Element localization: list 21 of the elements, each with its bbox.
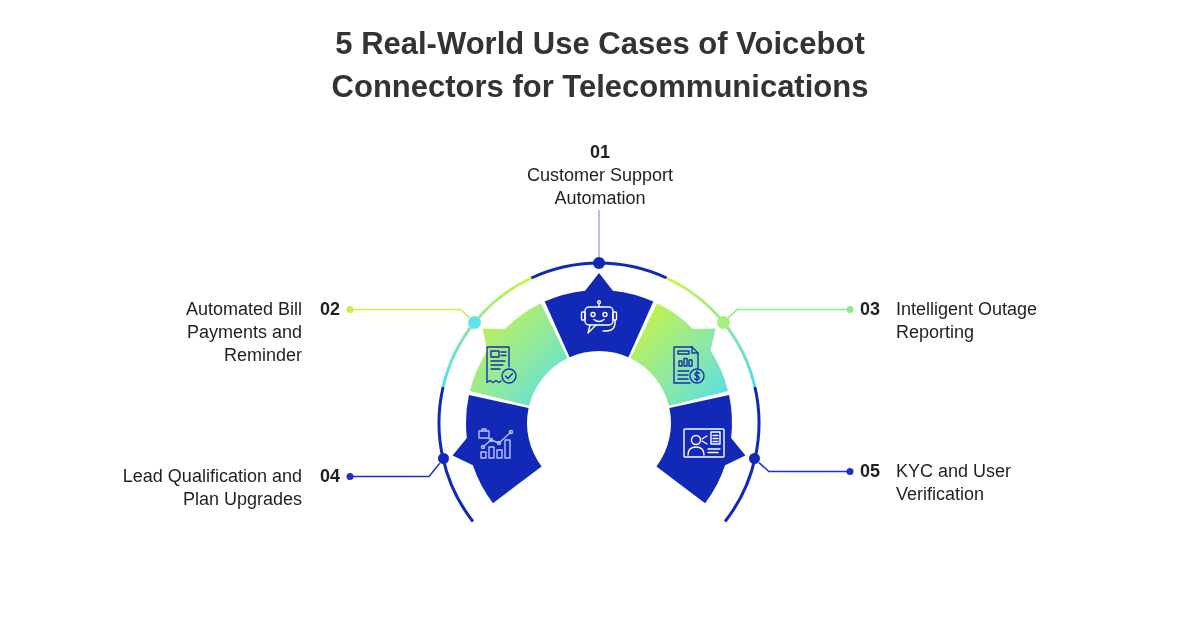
connector-dot xyxy=(437,453,449,465)
connector-dot xyxy=(716,315,730,329)
title: 5 Real-World Use Cases of Voicebot Connectors for Telecommunications xyxy=(330,25,870,106)
step-number: 04 xyxy=(319,465,340,488)
connector-dot xyxy=(468,315,482,329)
leader-line xyxy=(758,461,854,475)
use-case-label: Lead Qualification and Plan Upgrades xyxy=(121,465,302,511)
use-case-label: KYC and User Verification xyxy=(896,460,1013,506)
step-number: 03 xyxy=(860,298,881,321)
connector-dot xyxy=(749,453,761,465)
leader-line xyxy=(346,462,441,480)
step-number: 01 xyxy=(590,141,610,164)
use-case-label: Automated Bill Payments and Reminder xyxy=(184,298,302,367)
step-number: 05 xyxy=(860,460,881,483)
use-case-label: Intelligent Outage Reporting xyxy=(896,298,1039,344)
connector-dot xyxy=(593,257,605,269)
leader-line xyxy=(598,209,600,258)
leader-line xyxy=(346,306,471,319)
step-number: 02 xyxy=(319,298,340,321)
leader-line xyxy=(727,306,854,319)
use-case-label: Customer Support Automation xyxy=(525,164,675,210)
